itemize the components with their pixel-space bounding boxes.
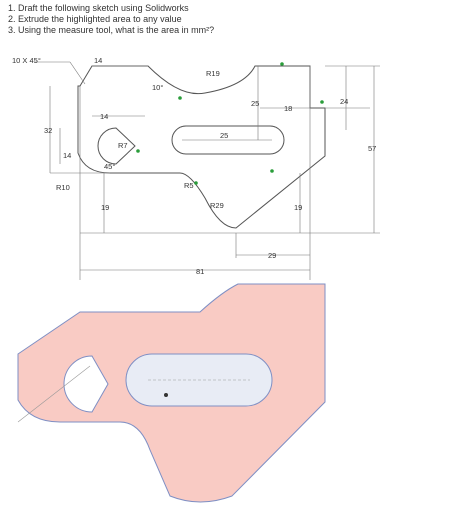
relation-dot (320, 100, 324, 104)
dim-angle-top: 10° (152, 83, 163, 92)
dim-radius-bottom: R29 (210, 201, 224, 210)
sketch-outline (77, 65, 326, 229)
dim-bottom-right-width: 29 (268, 251, 276, 260)
relation-dot (178, 96, 182, 100)
dim-bottom-right-height: 19 (294, 203, 302, 212)
dim-slot-offset: 25 (251, 99, 259, 108)
dim-right-notch: 18 (284, 104, 292, 113)
slot (171, 125, 285, 155)
sketch-drawing: 10 X 45° 14 10° R19 14 25 18 24 32 R7 25… (12, 56, 380, 280)
dim-bottom-left-height: 19 (101, 203, 109, 212)
dim-top-left-width: 14 (94, 56, 102, 65)
dim-inner-width: 14 (100, 112, 108, 121)
dim-slot-length: 25 (220, 131, 228, 140)
relation-dot (270, 169, 274, 173)
dim-hole-height: 14 (63, 151, 71, 160)
dim-left-height: 32 (44, 126, 52, 135)
extrude-preview (17, 283, 326, 503)
origin-point (164, 393, 168, 397)
dim-chamfer: 10 X 45° (12, 56, 41, 65)
dim-total-width: 81 (196, 267, 204, 276)
instruction-2: 2. Extrude the highlighted area to any v… (8, 14, 182, 24)
hole-cutout (63, 355, 109, 413)
instruction-1: 1. Draft the following sketch using Soli… (8, 3, 189, 13)
dim-radius-hole: R7 (118, 141, 128, 150)
relation-dot (194, 181, 198, 185)
relation-dot (280, 62, 284, 66)
dim-radius-top: R19 (206, 69, 220, 78)
dim-right-height: 24 (340, 97, 348, 106)
dim-total-height: 57 (368, 144, 376, 153)
dim-radius-bottom-small: R5 (184, 181, 194, 190)
instructions: 1. Draft the following sketch using Soli… (8, 3, 468, 36)
hole-arc (97, 127, 136, 165)
relation-dot (136, 149, 140, 153)
dim-angle-hole: 45° (104, 162, 115, 171)
instruction-3: 3. Using the measure tool, what is the a… (8, 25, 215, 35)
dim-radius-left: R10 (56, 183, 70, 192)
